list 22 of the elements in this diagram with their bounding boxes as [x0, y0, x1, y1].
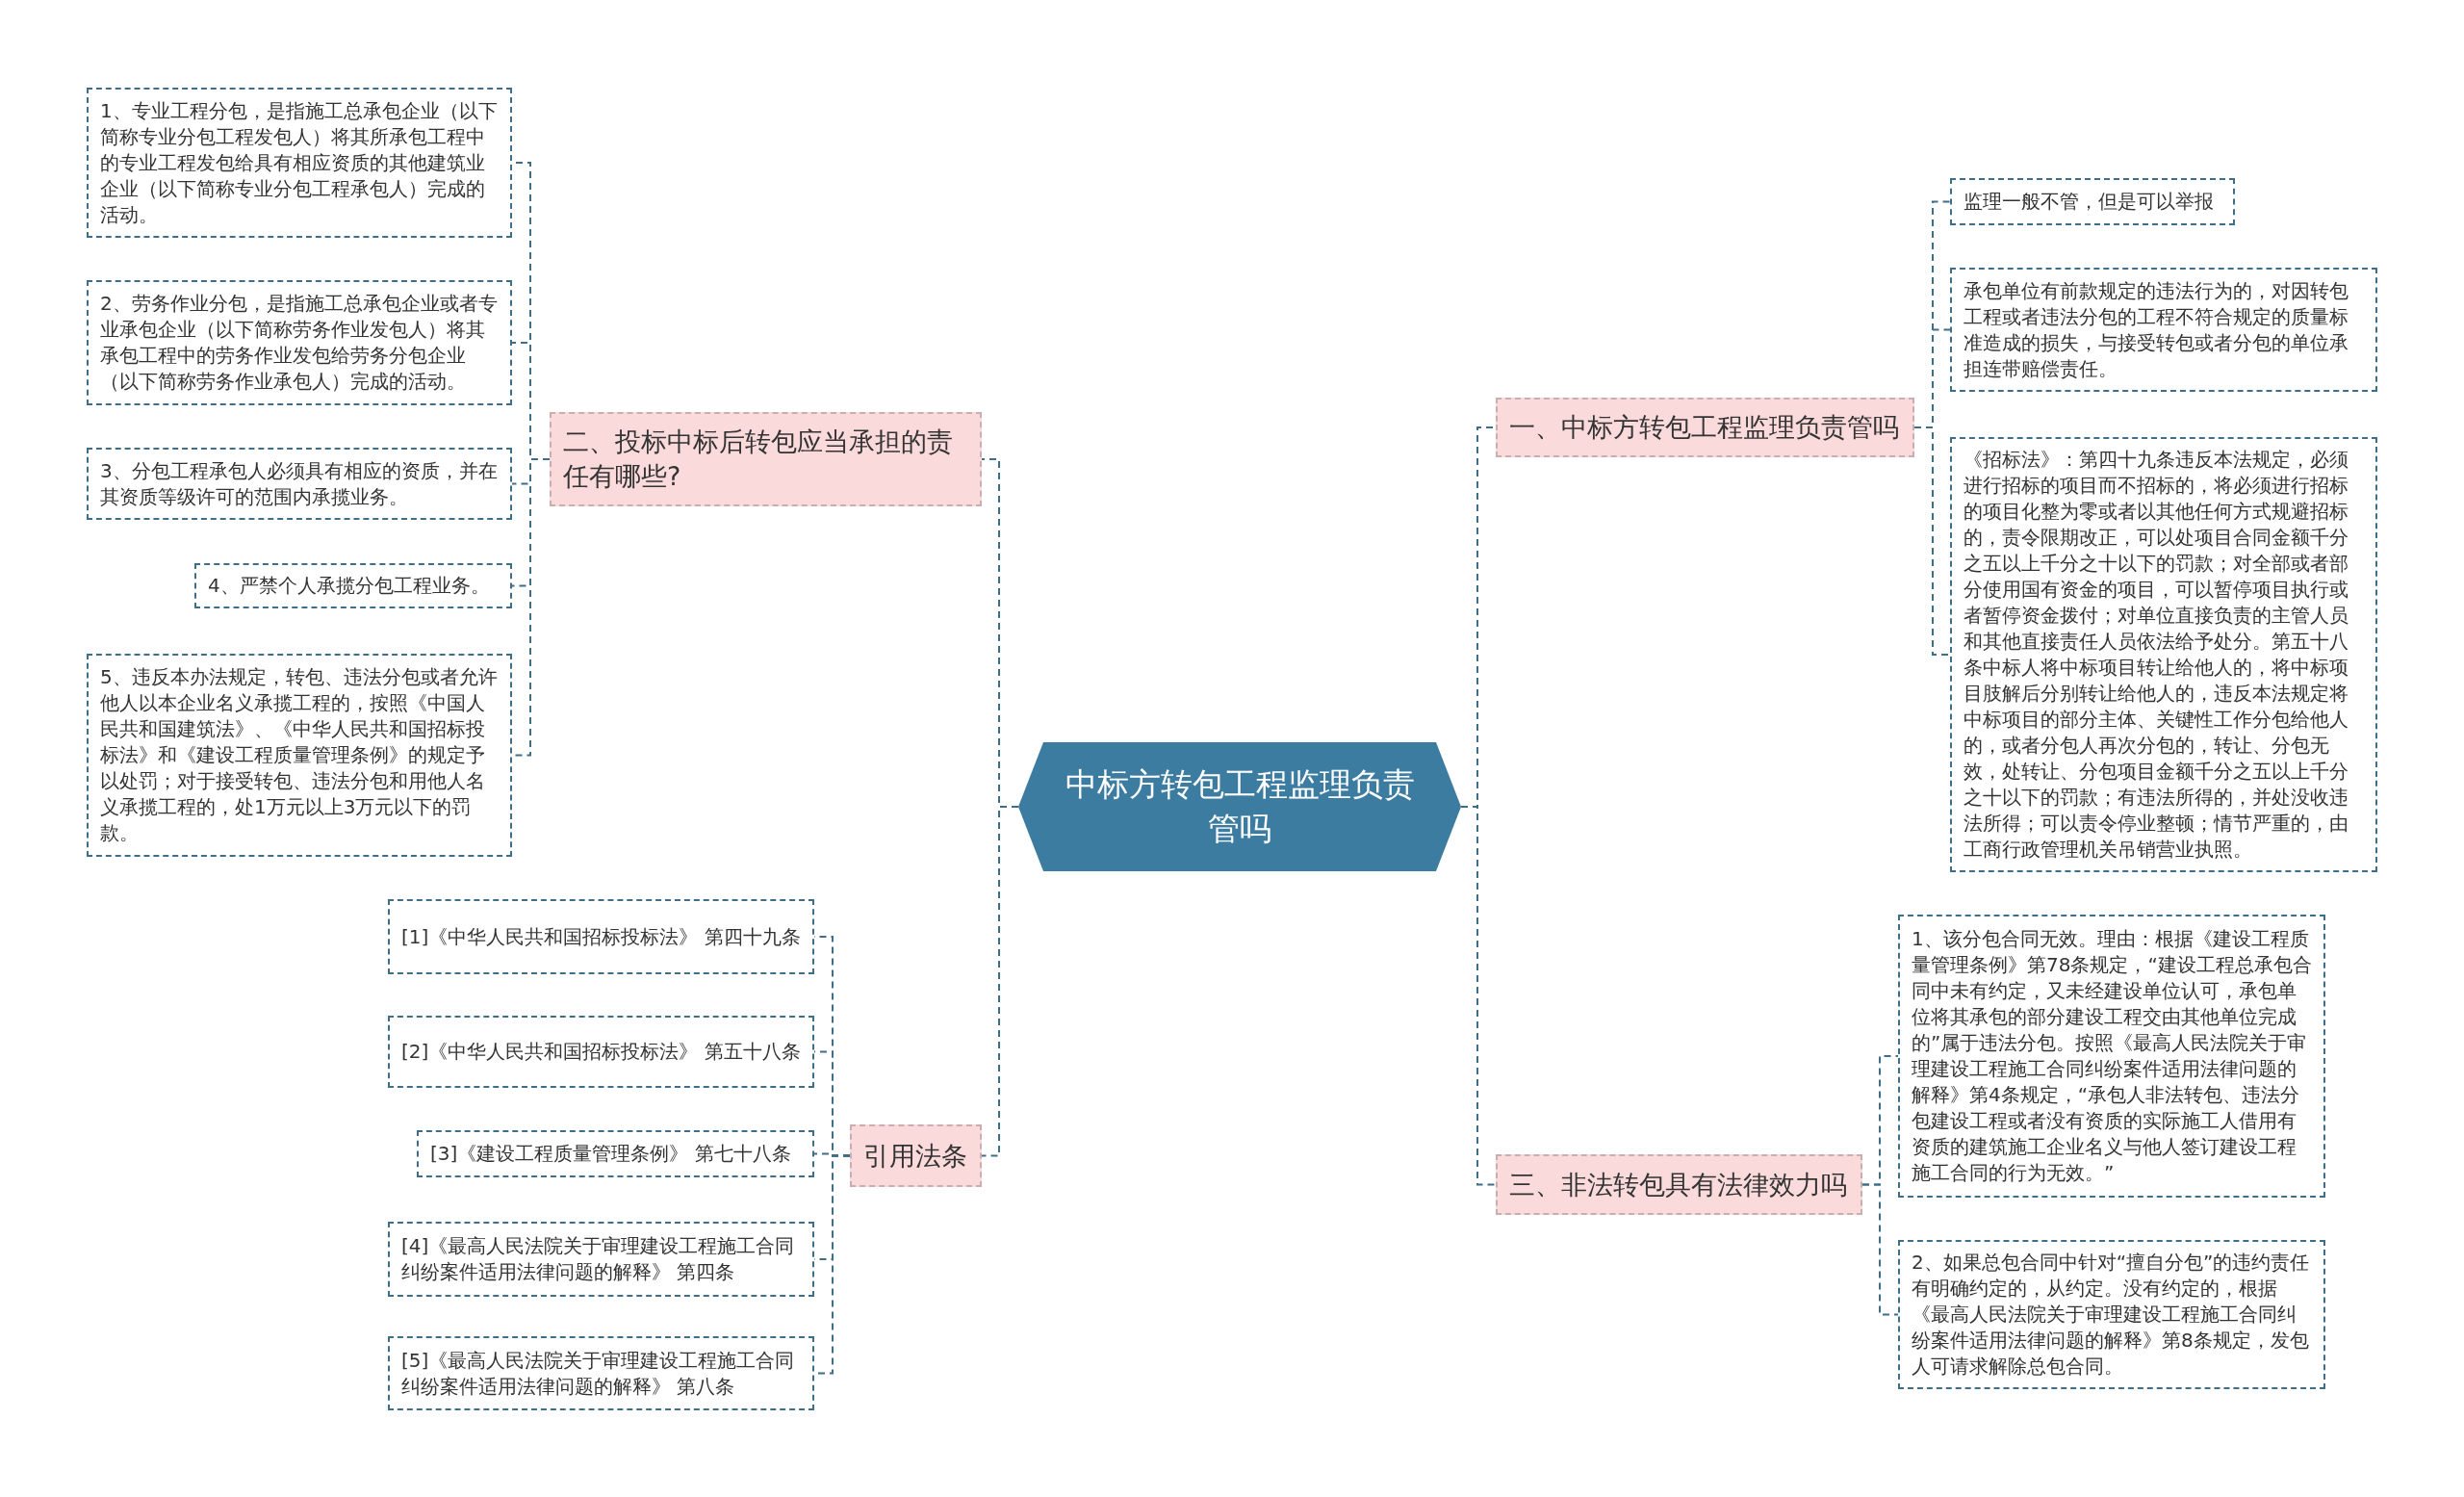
topic-box: 引用法条 [850, 1124, 982, 1187]
note-box: 4、严禁个人承揽分包工程业务。 [194, 563, 512, 608]
note-box: 1、专业工程分包，是指施工总承包企业（以下简称专业分包工程发包人）将其所承包工程中的专业工程发包给具有相应资质的其他建筑业企业（以下简称专业分包工程承包人）完成的活动。 [87, 88, 512, 238]
note-box: 2、如果总包合同中针对“擅自分包”的违约责任有明确约定的，从约定。没有约定的，根据《最高人民法院关于审理建设工程施工合同纠纷案件适用法律问题的解释》第8条规定，发包人可请求解除总包合同。 [1898, 1240, 2325, 1389]
connector [1913, 426, 1951, 656]
topic-box: 三、非法转包具有法律效力吗 [1496, 1154, 1862, 1215]
note-box: [5]《最高人民法院关于审理建设工程施工合同纠纷案件适用法律问题的解释》 第八条 [388, 1336, 814, 1410]
topic-box: 一、中标方转包工程监理负责管吗 [1496, 398, 1914, 457]
topic-box: 二、投标中标后转包应当承担的责任有哪些? [550, 412, 982, 506]
note-box: 5、违反本办法规定，转包、违法分包或者允许他人以本企业名义承揽工程的，按照《中国人民共和国建筑法》、《中华人民共和国招标投标法》和《建设工程质量管理条例》的规定予以处罚；对于接受转包、违法分包和用他人名义承揽工程的，处1万元以上3万元以下的罚款。 [87, 654, 512, 857]
note-box: [1]《中华人民共和国招标投标法》 第四十九条 [388, 899, 814, 974]
note-box: 承包单位有前款规定的违法行为的，对因转包工程或者违法分包的工程不符合规定的质量标准造成的损失，与接受转包或者分包的单位承担连带赔偿责任。 [1950, 268, 2377, 392]
note-box: 3、分包工程承包人必须具有相应的资质，并在其资质等级许可的范围内承揽业务。 [87, 448, 512, 520]
note-box: 监理一般不管，但是可以举报 [1950, 178, 2235, 225]
central-topic-hexagon: 中标方转包工程监理负责管吗 [1018, 742, 1461, 871]
note-box: 《招标法》：第四十九条违反本法规定，必须进行招标的项目而不招标的，将必须进行招标的项目化整为零或者以其他任何方式规避招标的，责令限期改正，可以处项目合同金额千分之五以上千分之十以下的罚款；对全部或者部分使用国有资金的项目，可以暂停项目执行或者暂停资金拨付；对单位直接负责的主管人员和其他直接责任人员依法给予处分。第五十八条中标人将中标项目转让给他人的，将中标项目肢解后分别转让给他人的，违反本法规定将中标项目的部分主体、关键性工作分包给他人的，或者分包人再次分包的，转让、分包无效，处转让、分包项目金额千分之五以上千分之十以下的罚款；有违法所得的，并处没收违法所得；可以责令停业整顿；情节严重的，由工商行政管理机关吊销营业执照。 [1950, 437, 2377, 872]
note-box: 1、该分包合同无效。理由：根据《建设工程质量管理条例》第78条规定，“建设工程总承包合同中未有约定，又未经建设单位认可，承包单位将其承包的部分建设工程交由其他单位完成的”属于违法分包。按照《最高人民法院关于审理建设工程施工合同纠纷案件适用法律问题的解释》第4条规定，“承包人非法转包、违法分包建设工程或者没有资质的实际施工人借用有资质的建筑施工企业名义与他人签订建设工程施工合同的行为无效。” [1898, 915, 2325, 1198]
note-box: [4]《最高人民法院关于审理建设工程施工合同纠纷案件适用法律问题的解释》 第四条 [388, 1222, 814, 1297]
note-box: [2]《中华人民共和国招标投标法》 第五十八条 [388, 1016, 814, 1088]
note-box: 2、劳务作业分包，是指施工总承包企业或者专业承包企业（以下简称劳务作业发包人）将其承包工程中的劳务作业发包给劳务分包企业（以下简称劳务作业承包人）完成的活动。 [87, 280, 512, 405]
connector [1861, 1183, 1899, 1316]
note-box: [3]《建设工程质量管理条例》 第七十八条 [417, 1130, 814, 1177]
